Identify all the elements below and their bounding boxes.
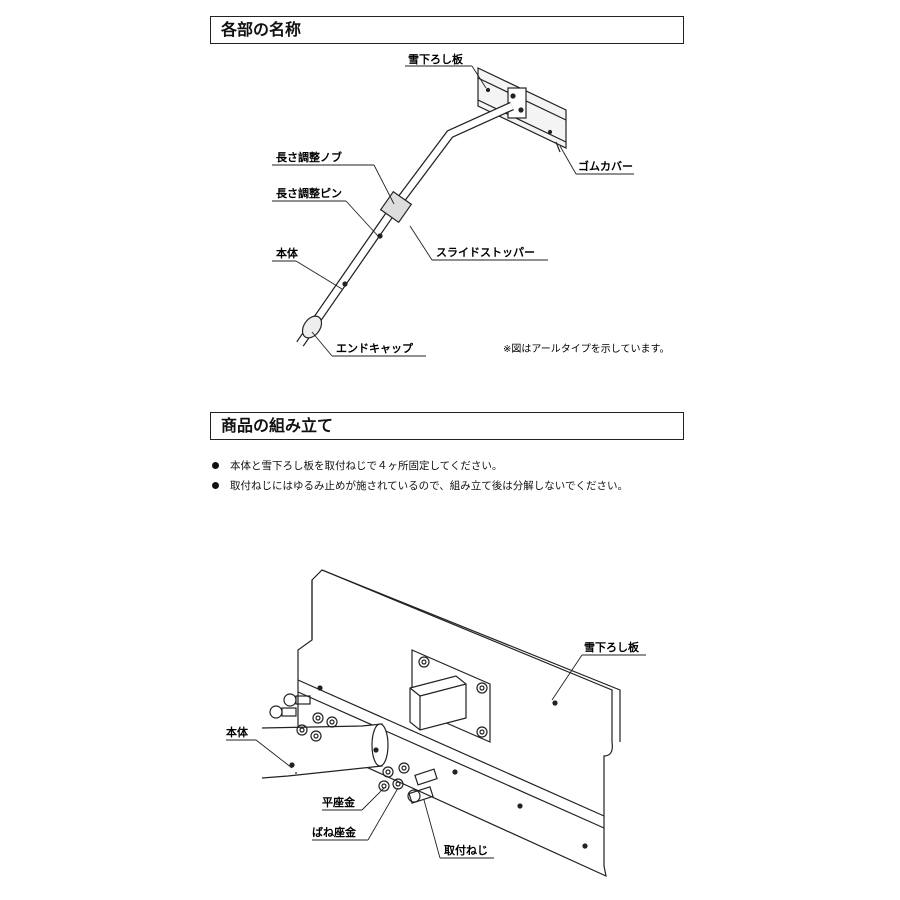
- instruction-item: 取付ねじにはゆるみ止めが施されているので、組み立て後は分解しないでください。: [210, 476, 628, 496]
- label-assembly-body: 本体: [226, 725, 249, 739]
- section-title-assembly: 商品の組み立て: [221, 416, 334, 435]
- label-spring-washer: ばね座金: [312, 825, 357, 839]
- label-assembly-plate: 雪下ろし板: [584, 640, 640, 654]
- label-length-pin: 長さ調整ピン: [276, 186, 342, 200]
- section-title-parts: 各部の名称: [221, 20, 302, 39]
- instruction-item: 本体と雪下ろし板を取付ねじで４ヶ所固定してください。: [210, 456, 628, 476]
- label-rubber-cover: ゴムカバー: [578, 159, 633, 173]
- label-body: 本体: [276, 246, 299, 260]
- figure-note: ※図はアールタイプを示しています。: [503, 343, 669, 355]
- assembly-body-illustration: [261, 723, 389, 779]
- assembly-leader-lines: [226, 654, 646, 859]
- instruction-list: 本体と雪下ろし板を取付ねじで４ヶ所固定してください。 取付ねじにはゆるみ止めが施…: [210, 456, 628, 496]
- mounting-bracket-illustration: [409, 649, 491, 743]
- assembly-diagram: 雪下ろし板 本体 平座金 ばね座金 取付ねじ: [226, 569, 646, 878]
- leader-lines: [272, 65, 634, 357]
- bullet-icon: [212, 482, 219, 489]
- label-screw: 取付ねじ: [444, 843, 488, 857]
- label-flat-washer: 平座金: [322, 795, 356, 809]
- handle-body-illustration: [296, 101, 514, 347]
- parts-diagram: 雪下ろし板 ゴムカバー 長さ調整ノブ 長さ調整ピン 本体 スライドストッパー エ…: [272, 52, 669, 357]
- label-length-knob: 長さ調整ノブ: [276, 150, 342, 164]
- section-header-assembly: 商品の組み立て: [210, 412, 684, 440]
- upper-fasteners-illustration: [269, 693, 338, 742]
- bullet-icon: [212, 462, 219, 469]
- label-plate: 雪下ろし板: [408, 52, 464, 66]
- label-slide-stopper: スライドストッパー: [436, 246, 535, 259]
- section-header-parts: 各部の名称: [210, 16, 684, 44]
- lower-fasteners-illustration: [378, 762, 438, 804]
- label-end-cap: エンドキャップ: [336, 341, 414, 355]
- snow-plate-illustration: [477, 67, 567, 153]
